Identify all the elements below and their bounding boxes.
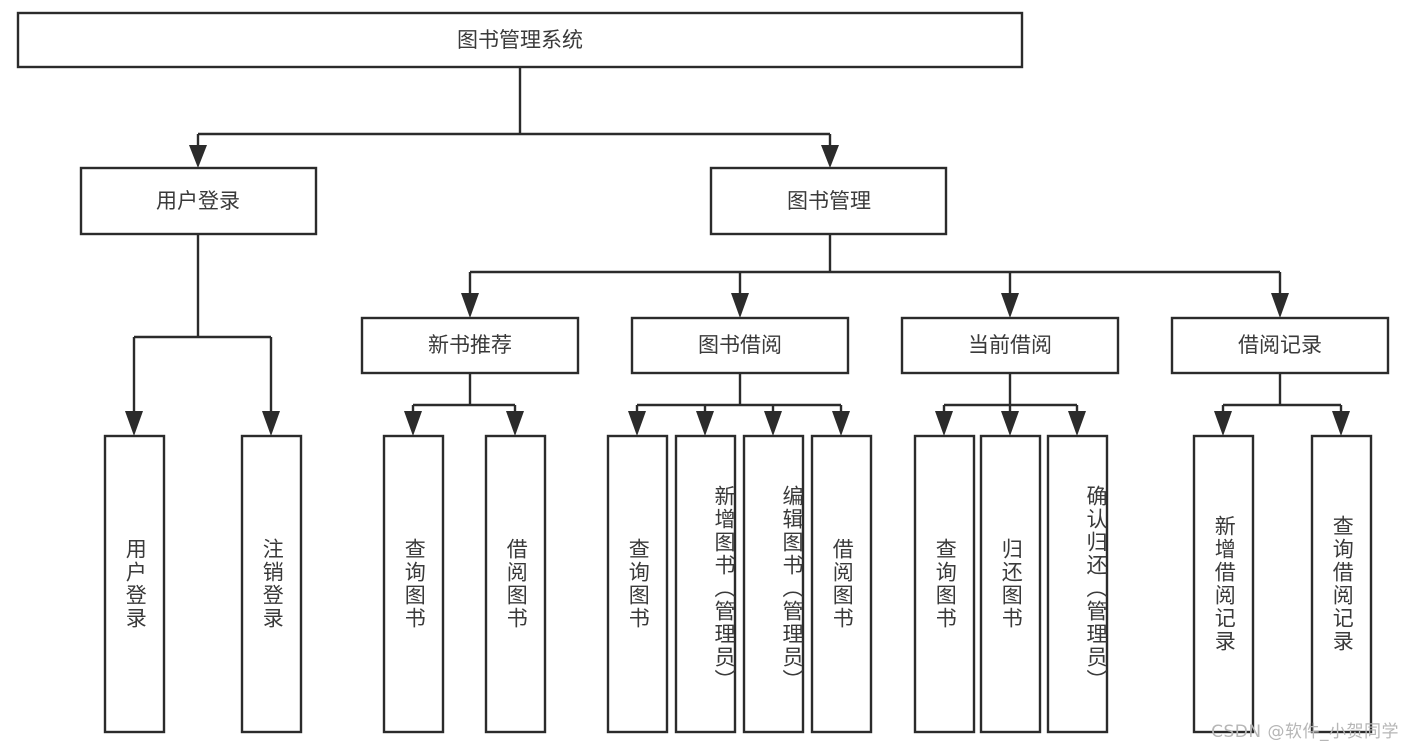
node-root[interactable] xyxy=(16,11,1024,69)
connector-newbook-to-leaves xyxy=(404,373,524,436)
node-book-management[interactable] xyxy=(709,166,948,236)
leaf-box-new-book-0[interactable] xyxy=(382,434,445,734)
connector-borrowrecord-to-leaves xyxy=(1214,373,1350,436)
leaf-box-current-borrow-2[interactable] xyxy=(1046,434,1109,734)
leaf-box-current-borrow-1[interactable] xyxy=(979,434,1042,734)
node-book-borrow-label: 图书借阅 xyxy=(698,333,782,357)
connector-currentborrow-to-leaves xyxy=(935,373,1086,436)
node-book-borrow[interactable] xyxy=(630,316,850,375)
node-root-label: 图书管理系统 xyxy=(457,28,583,52)
leaf-box-current-borrow-0[interactable] xyxy=(913,434,976,734)
leaf-box-book-borrow-2[interactable] xyxy=(742,434,805,734)
connector-userlogin-to-leaves xyxy=(125,234,280,436)
node-borrow-record-label: 借阅记录 xyxy=(1238,333,1322,357)
leaf-box-user-login-1[interactable] xyxy=(240,434,303,734)
watermark-credit: CSDN @软件_小贺同学 xyxy=(1211,722,1399,742)
leaf-box-borrow-record-1[interactable] xyxy=(1310,434,1373,734)
leaf-box-borrow-record-0[interactable] xyxy=(1192,434,1255,734)
connector-bookmgmt-to-level3 xyxy=(461,234,1289,318)
leaf-box-book-borrow-3[interactable] xyxy=(810,434,873,734)
node-book-management-label: 图书管理 xyxy=(787,189,871,213)
connector-bookborrow-to-leaves xyxy=(628,373,850,436)
node-new-book-recommend-label: 新书推荐 xyxy=(428,333,512,357)
node-user-login[interactable] xyxy=(79,166,318,236)
node-new-book-recommend[interactable] xyxy=(360,316,580,375)
leaf-box-user-login-0[interactable] xyxy=(103,434,166,734)
node-current-borrow-label: 当前借阅 xyxy=(968,333,1052,357)
connector-root-to-level2 xyxy=(189,67,839,168)
leaf-box-book-borrow-0[interactable] xyxy=(606,434,669,734)
leaf-box-new-book-1[interactable] xyxy=(484,434,547,734)
node-user-login-label: 用户登录 xyxy=(156,189,240,213)
node-borrow-record[interactable] xyxy=(1170,316,1390,375)
node-current-borrow[interactable] xyxy=(900,316,1120,375)
leaf-box-book-borrow-1[interactable] xyxy=(674,434,737,734)
